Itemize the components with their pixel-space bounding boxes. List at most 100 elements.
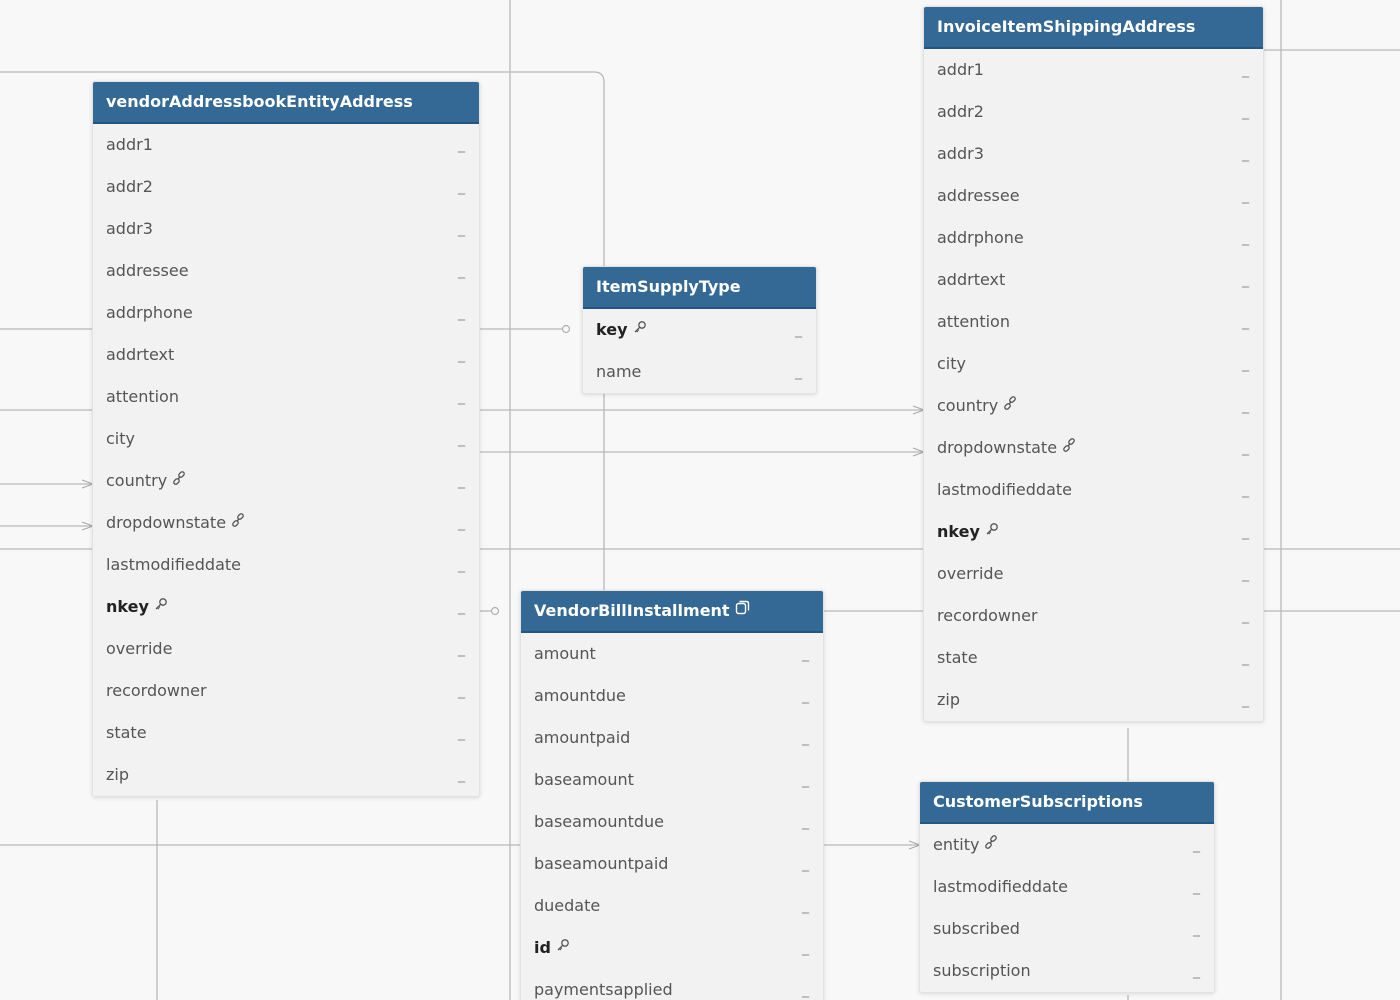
field-row-dropdownstate[interactable]: dropdownstate_: [93, 502, 479, 544]
field-name: state: [937, 648, 978, 667]
field-row-state[interactable]: state_: [93, 712, 479, 754]
field-row-duedate[interactable]: duedate_: [521, 885, 823, 927]
field-row-dropdownstate[interactable]: dropdownstate _: [924, 427, 1263, 469]
field-nullable-marker: _: [1242, 566, 1249, 582]
field-row-recordowner[interactable]: recordowner_: [924, 595, 1263, 637]
field-row-name[interactable]: name_: [583, 351, 816, 393]
entity-title-text: InvoiceItemShippingAddress: [937, 17, 1196, 36]
field-row-paymentsapplied[interactable]: paymentsapplied_: [521, 969, 823, 1000]
field-row-nkey[interactable]: nkey_: [924, 511, 1263, 553]
field-row-city[interactable]: city_: [93, 418, 479, 460]
field-name: lastmodifieddate: [937, 480, 1072, 499]
field-row-addr2[interactable]: addr2_: [924, 91, 1263, 133]
field-name: addr2: [106, 177, 153, 196]
entity-title[interactable]: InvoiceItemShippingAddress: [924, 7, 1263, 49]
field-row-attention[interactable]: attention _: [93, 376, 479, 418]
field-row-city[interactable]: city_: [924, 343, 1263, 385]
field-nullable-marker: _: [1242, 356, 1249, 372]
field-name: addrtext: [106, 345, 175, 364]
copy-icon[interactable]: [735, 591, 750, 630]
field-nullable-marker: _: [1242, 650, 1249, 666]
field-row-addrphone[interactable]: addrphone_: [924, 217, 1263, 259]
field-nullable-marker: _: [1242, 314, 1249, 330]
field-row-key[interactable]: key_: [583, 309, 816, 351]
field-name: country: [937, 396, 999, 415]
field-row-addrtext[interactable]: addrtext _: [924, 259, 1263, 301]
field-name: recordowner: [106, 681, 207, 700]
field-row-amountdue[interactable]: amountdue_: [521, 675, 823, 717]
link-icon: [172, 459, 186, 501]
field-name: addressee: [937, 186, 1020, 205]
field-nullable-marker: _: [1242, 104, 1249, 120]
field-row-addr1[interactable]: addr1_: [93, 124, 479, 166]
field-nullable-marker: _: [1242, 272, 1249, 288]
field-row-id[interactable]: id_: [521, 927, 823, 969]
field-row-entity[interactable]: entity_: [920, 824, 1214, 866]
field-row-amountpaid[interactable]: amountpaid_: [521, 717, 823, 759]
field-nullable-marker: _: [802, 982, 809, 998]
field-row-zip[interactable]: zip _: [93, 754, 479, 796]
field-row-addr3[interactable]: addr3_: [924, 133, 1263, 175]
entity-title-text: vendorAddressbookEntityAddress: [106, 92, 413, 111]
field-name: zip: [106, 765, 129, 784]
field-nullable-marker: _: [458, 137, 465, 153]
field-row-override[interactable]: override_: [924, 553, 1263, 595]
entity-title[interactable]: CustomerSubscriptions: [920, 782, 1214, 824]
field-row-lastmodifieddate[interactable]: lastmodifieddate_: [924, 469, 1263, 511]
field-nullable-marker: _: [458, 767, 465, 783]
field-nullable-marker: _: [458, 389, 465, 405]
field-row-subscribed[interactable]: subscribed_: [920, 908, 1214, 950]
field-name: amount: [534, 644, 596, 663]
field-nullable-marker: _: [458, 473, 465, 489]
field-row-subscription[interactable]: subscription_: [920, 950, 1214, 992]
field-row-country[interactable]: country_: [924, 385, 1263, 427]
field-row-country[interactable]: country_: [93, 460, 479, 502]
field-name: id: [534, 938, 551, 957]
field-row-nkey[interactable]: nkey_: [93, 586, 479, 628]
field-name: addr1: [937, 60, 984, 79]
field-nullable-marker: _: [458, 515, 465, 531]
field-row-attention[interactable]: attention_: [924, 301, 1263, 343]
link-icon: [231, 501, 245, 543]
field-row-addrtext[interactable]: addrtext_: [93, 334, 479, 376]
field-name: addrtext: [937, 270, 1006, 289]
crows-foot-marker: [912, 447, 925, 457]
field-nullable-marker: _: [458, 305, 465, 321]
field-row-addr3[interactable]: addr3_: [93, 208, 479, 250]
field-row-override[interactable]: override_: [93, 628, 479, 670]
field-row-addrphone[interactable]: addrphone_: [93, 292, 479, 334]
field-name: amountpaid: [534, 728, 631, 747]
field-row-baseamount[interactable]: baseamount_: [521, 759, 823, 801]
field-row-zip[interactable]: zip_: [924, 679, 1263, 721]
field-nullable-marker: _: [1242, 440, 1249, 456]
field-row-addressee[interactable]: addressee_: [93, 250, 479, 292]
entity-title[interactable]: VendorBillInstallment: [521, 591, 823, 633]
field-nullable-marker: _: [458, 725, 465, 741]
entity-title[interactable]: ItemSupplyType: [583, 267, 816, 309]
field-nullable-marker: _: [1242, 608, 1249, 624]
field-name: dropdownstate: [937, 438, 1058, 457]
field-row-amount[interactable]: amount_: [521, 633, 823, 675]
field-row-recordowner[interactable]: recordowner_: [93, 670, 479, 712]
field-row-state[interactable]: state _: [924, 637, 1263, 679]
field-row-baseamountpaid[interactable]: baseamountpaid_: [521, 843, 823, 885]
field-row-baseamountdue[interactable]: baseamountdue_: [521, 801, 823, 843]
field-nullable-marker: _: [1242, 146, 1249, 162]
entity-title[interactable]: vendorAddressbookEntityAddress: [93, 82, 479, 124]
field-row-lastmodifieddate[interactable]: lastmodifieddate_: [920, 866, 1214, 908]
field-row-addr1[interactable]: addr1_: [924, 49, 1263, 91]
field-nullable-marker: _: [802, 688, 809, 704]
field-row-lastmodifieddate[interactable]: lastmodifieddate_: [93, 544, 479, 586]
field-name: lastmodifieddate: [106, 555, 241, 574]
field-name: baseamount: [534, 770, 634, 789]
field-row-addressee[interactable]: addressee_: [924, 175, 1263, 217]
field-nullable-marker: _: [1242, 692, 1249, 708]
field-row-addr2[interactable]: addr2_: [93, 166, 479, 208]
field-name: attention: [106, 387, 179, 406]
